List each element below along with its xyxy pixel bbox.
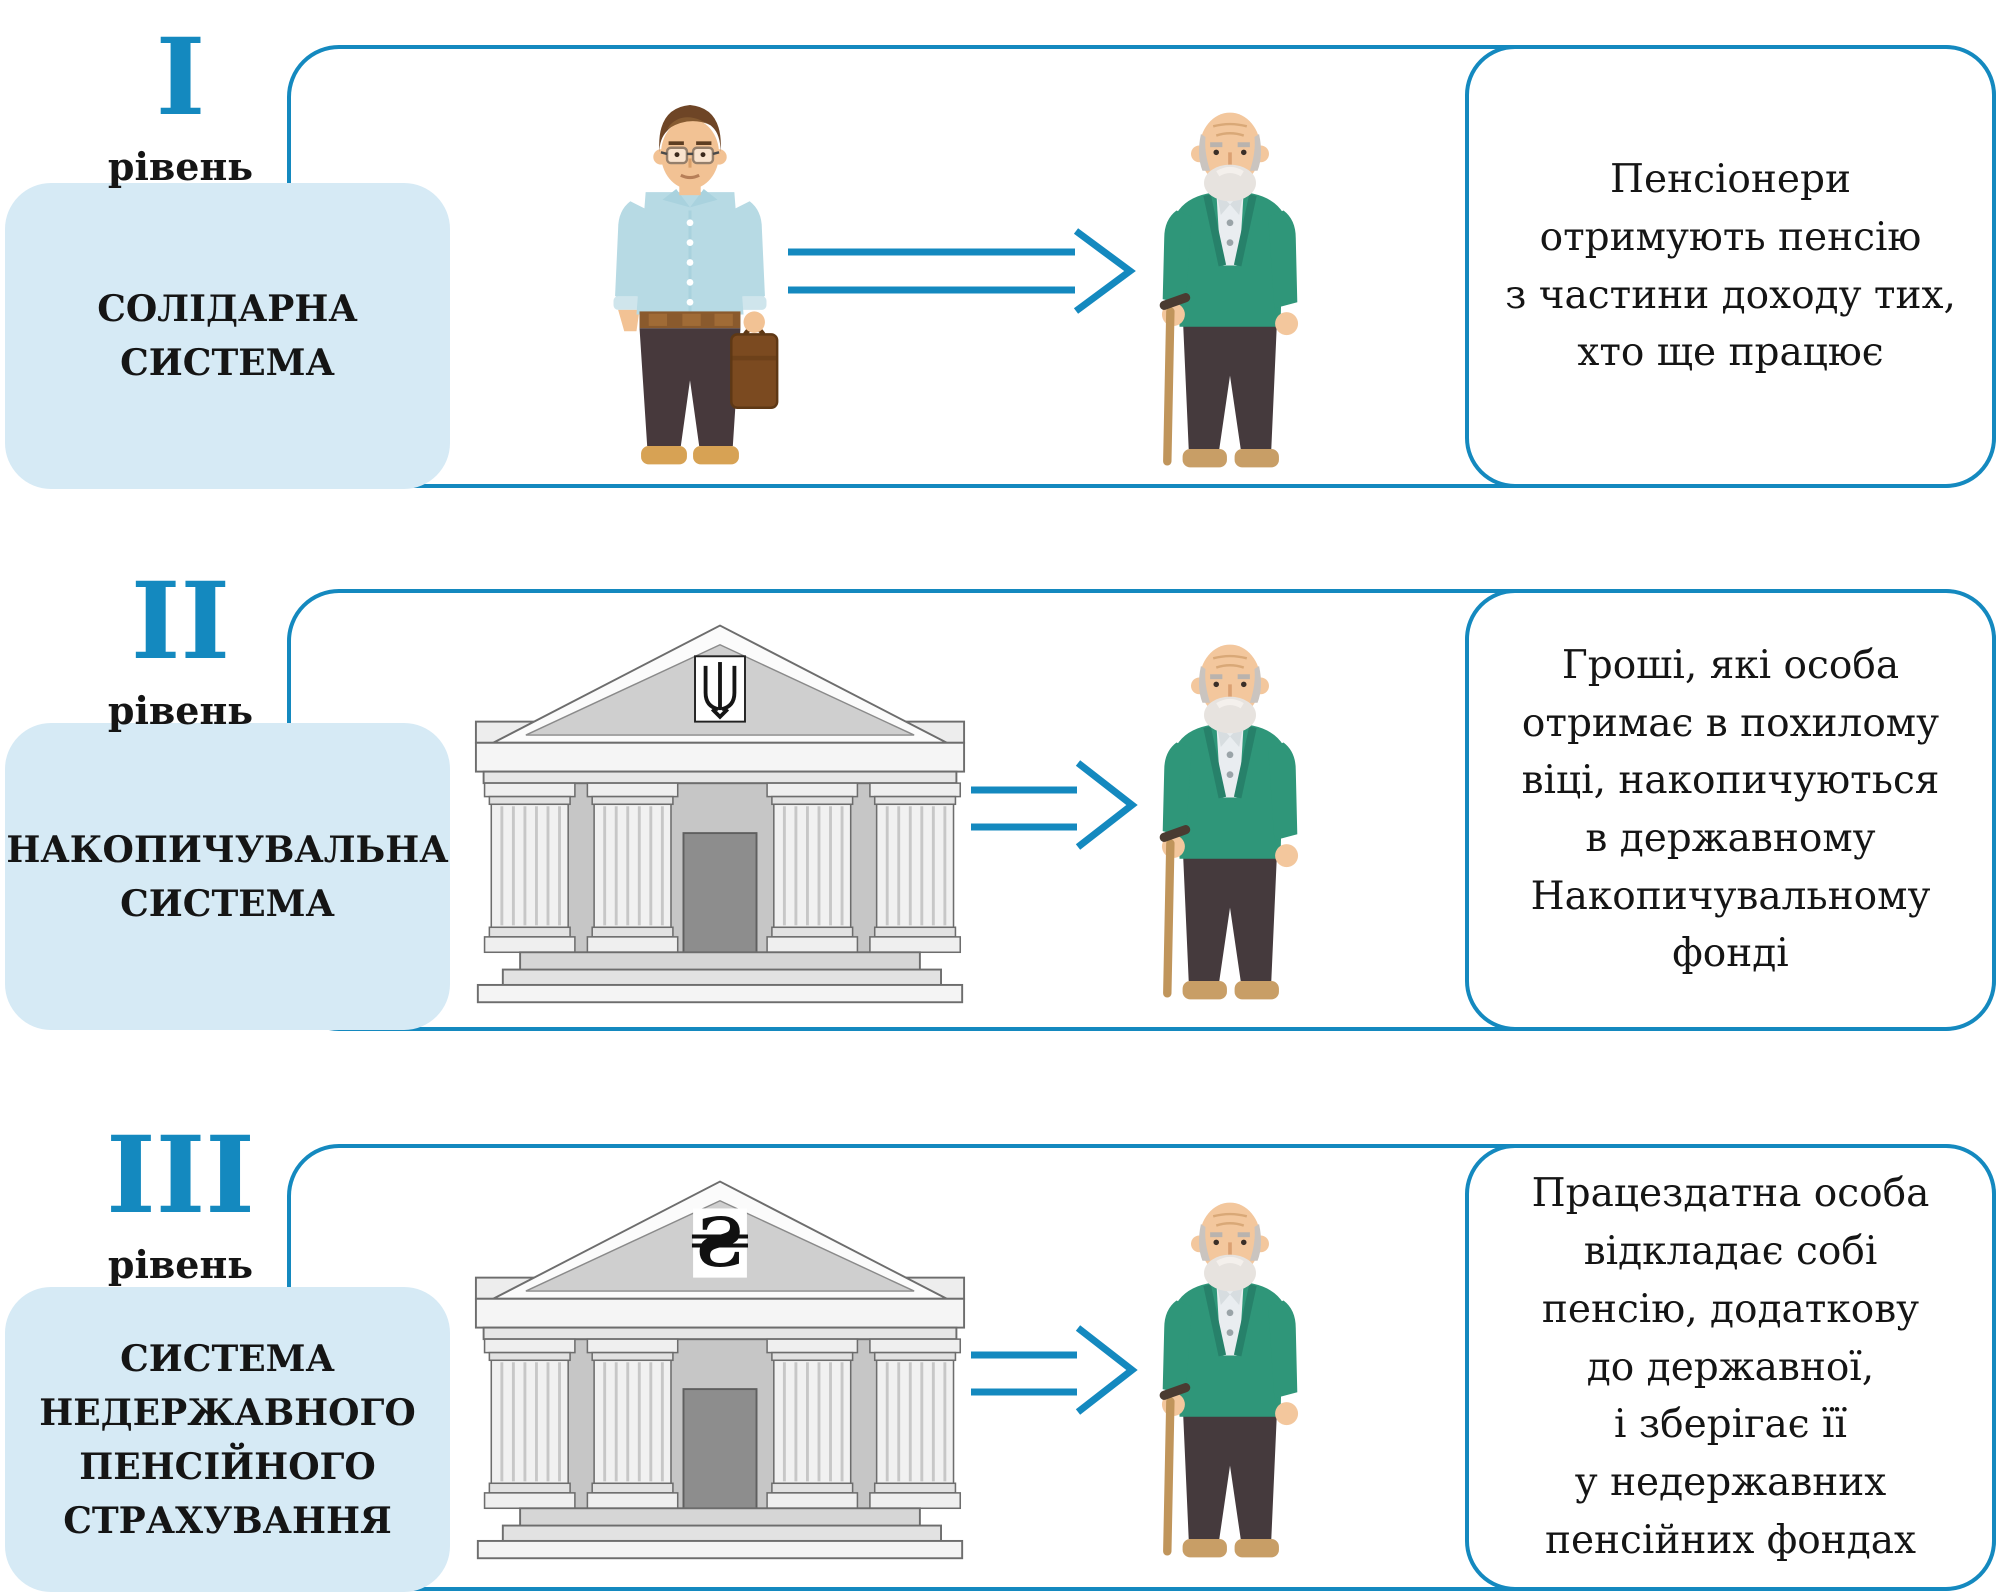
level-3-system-label: СИСТЕМА НЕДЕРЖАВНОГО ПЕНСІЙНОГО СТРАХУВА… — [5, 1287, 450, 1592]
worker-man-icon — [560, 82, 820, 472]
private-bank-hryvnia-icon: ₴ — [470, 1170, 970, 1564]
level-1-description: Пенсіонери отримують пенсію з частини до… — [1465, 45, 1996, 488]
arrow-right-icon — [971, 760, 1138, 850]
level-2-description: Гроші, які особа отримає в похилому віці… — [1465, 589, 1996, 1031]
level-2-system-label: НАКОПИЧУВАЛЬНА СИСТЕМА — [5, 723, 450, 1030]
level-1-word: рівень — [107, 144, 254, 189]
level-2-numeral: II — [130, 558, 231, 683]
level-3-numeral: III — [106, 1112, 255, 1237]
level-1-numeral: I — [155, 14, 206, 139]
state-bank-tryzub-icon — [470, 614, 970, 1008]
hryvnia-emblem-icon: ₴ — [691, 1203, 750, 1282]
arrow-right-icon — [788, 228, 1136, 314]
level-2-word: рівень — [107, 688, 254, 733]
pensioner-man-icon — [1100, 1172, 1360, 1562]
level-1-marker: I рівень — [28, 12, 333, 188]
level-1-system-label: СОЛІДАРНА СИСТЕМА — [5, 183, 450, 489]
level-3-description: Працездатна особа відкладає собі пенсію,… — [1465, 1144, 1996, 1591]
tryzub-emblem-icon — [703, 662, 737, 720]
pensioner-man-icon — [1100, 82, 1360, 472]
level-3-word: рівень — [107, 1242, 254, 1287]
arrow-right-icon — [971, 1325, 1138, 1415]
level-2-marker: II рівень — [28, 556, 333, 732]
pensioner-man-icon — [1100, 614, 1360, 1004]
level-3-marker: III рівень — [28, 1110, 333, 1286]
